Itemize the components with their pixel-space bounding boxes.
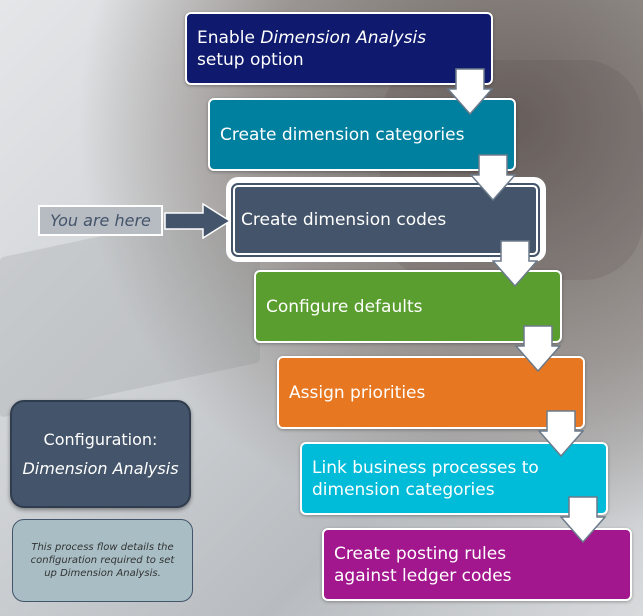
down-arrow-icon [515,325,561,373]
step-link-business-processes: Link business processes to dimension cat… [300,442,608,515]
config-subtitle: Dimension Analysis [22,459,179,478]
config-title: Configuration: [43,430,158,449]
step-create-posting-rules: Create posting rules against ledger code… [322,528,632,601]
right-arrow-icon [164,203,232,239]
down-arrow-icon [560,496,606,544]
down-arrow-icon [538,410,584,458]
description-note: This process flow details the configurat… [12,519,193,602]
down-arrow-icon [447,68,493,116]
down-arrow-icon [470,154,516,202]
step-create-dimension-categories: Create dimension categories [208,98,516,171]
configuration-title-box: Configuration: Dimension Analysis [10,400,191,508]
you-are-here-label: You are here [38,205,163,236]
down-arrow-icon [492,240,538,288]
step-create-dimension-codes: Create dimension codes [231,183,540,257]
step-assign-priorities: Assign priorities [277,356,585,429]
step-enable-dimension-analysis: Enable Dimension Analysis setup option [185,12,493,85]
